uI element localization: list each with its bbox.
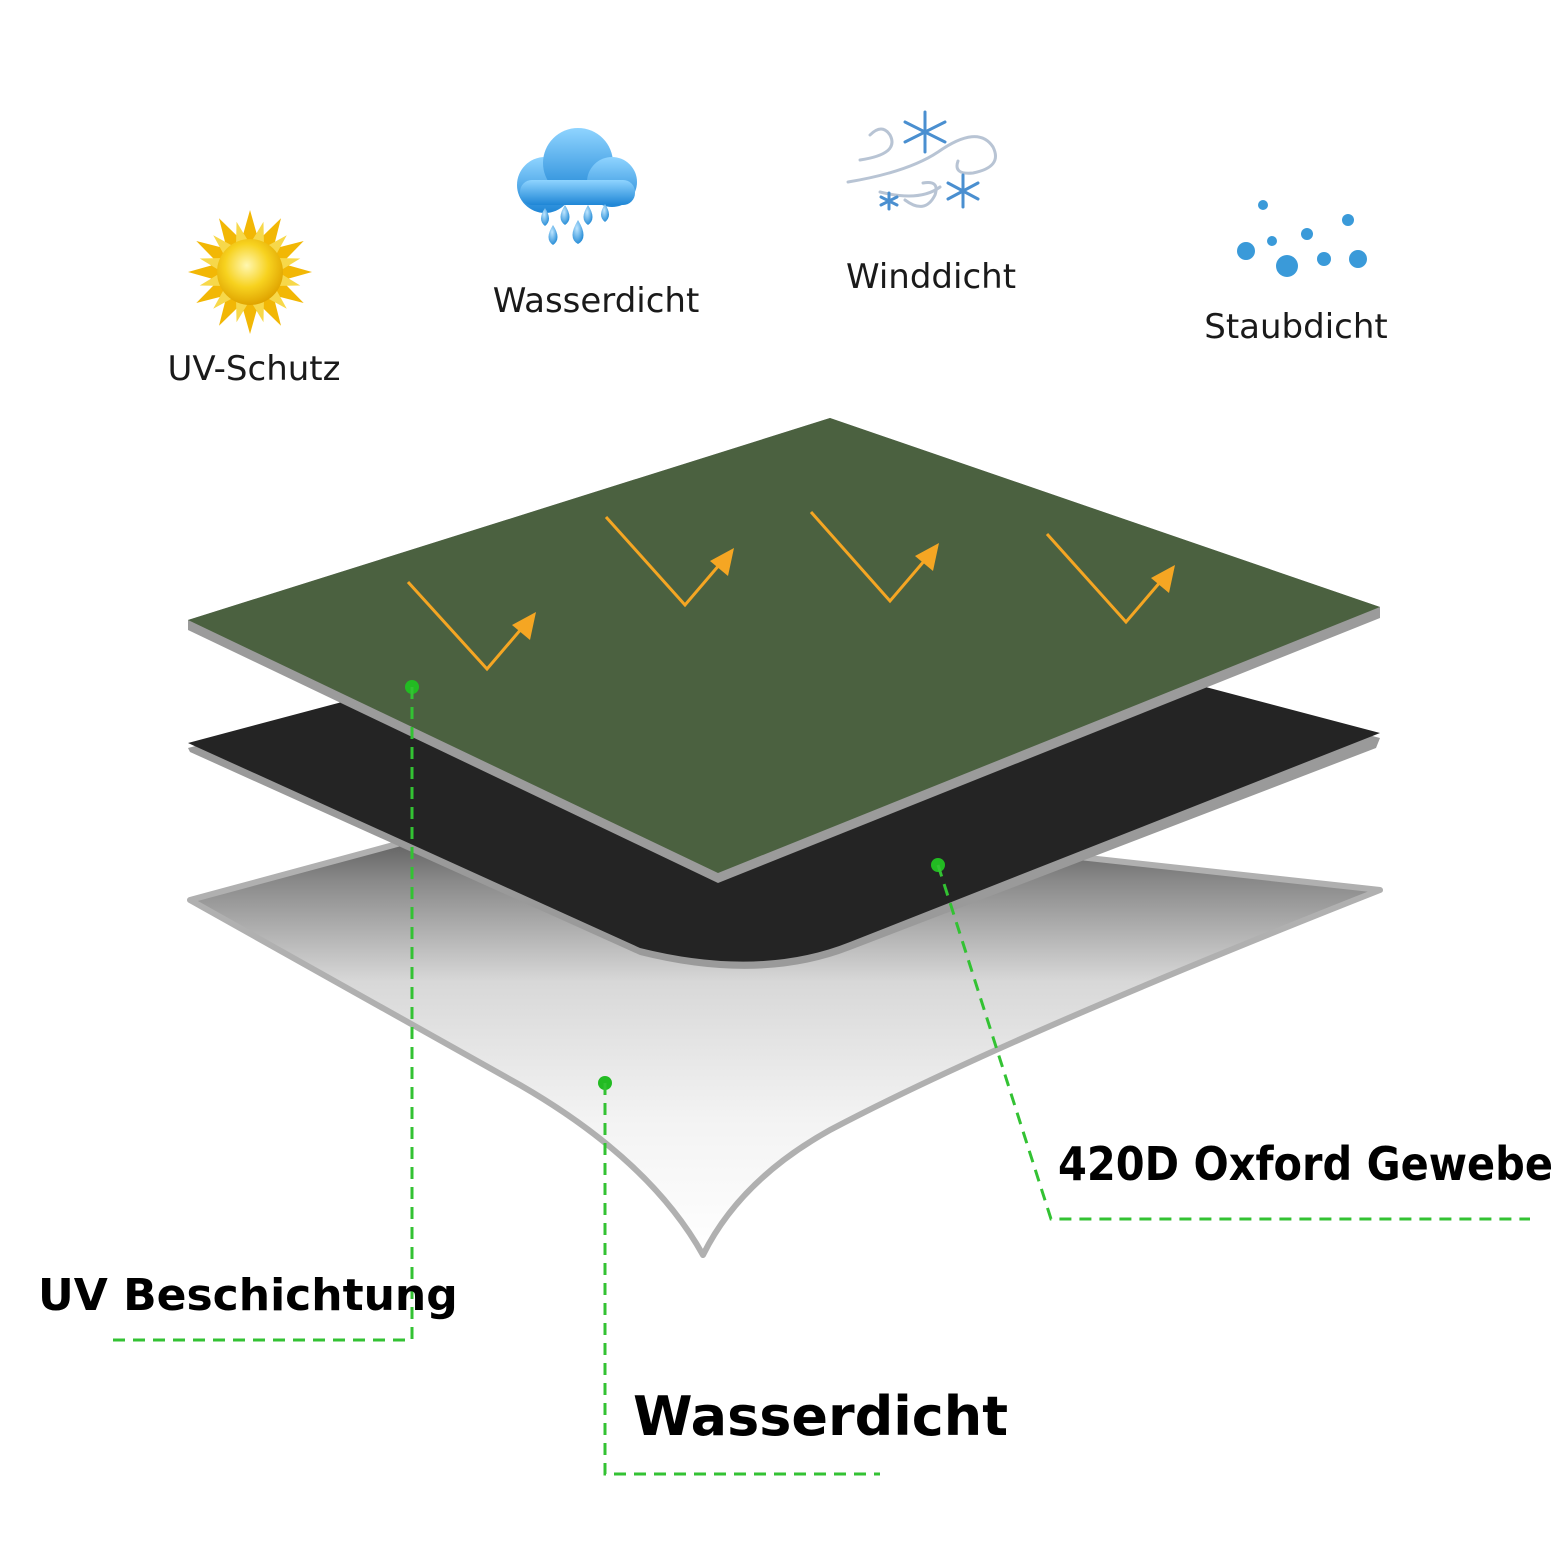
reflection-arrows: [406, 511, 1163, 672]
arrow-head: [710, 548, 734, 576]
dust-particles-icon: [1237, 200, 1367, 277]
feature-label-staubdicht: Staubdicht: [1204, 307, 1387, 347]
reflection-arrow: [406, 580, 524, 672]
feature-label-winddicht: Winddicht: [846, 257, 1016, 297]
callout-uv-coating: [108, 680, 419, 1342]
callout-waterproof: [598, 1076, 880, 1476]
wind-snowflake-icon: [846, 110, 997, 211]
layer-label-uv-coating: UV Beschichtung: [38, 1270, 458, 1321]
feature-uv-schutz: UV-Schutz: [168, 210, 341, 389]
feature-label-wasserdicht: Wasserdicht: [493, 281, 700, 321]
callout-oxford: [931, 858, 1530, 1221]
sun-icon: [188, 210, 312, 334]
reflection-arrow: [1045, 532, 1163, 625]
feature-label-uv-schutz: UV-Schutz: [168, 349, 341, 389]
rain-cloud-icon: [517, 128, 637, 245]
layer-label-oxford: 420D Oxford Gewebe: [1058, 1137, 1553, 1191]
reflection-arrow: [809, 511, 927, 604]
feature-wasserdicht: Wasserdicht: [493, 128, 700, 321]
layer-top-uv-coating: [188, 418, 1380, 883]
arrow-head: [512, 612, 536, 640]
feature-staubdicht: Staubdicht: [1204, 200, 1388, 347]
arrow-head: [915, 543, 939, 571]
feature-winddicht: Winddicht: [846, 110, 1016, 297]
layer-bottom-waterproof: [187, 797, 1383, 1258]
arrow-head: [1151, 565, 1175, 593]
layer-label-waterproof: Wasserdicht: [633, 1385, 1008, 1448]
reflection-arrow: [604, 515, 722, 608]
